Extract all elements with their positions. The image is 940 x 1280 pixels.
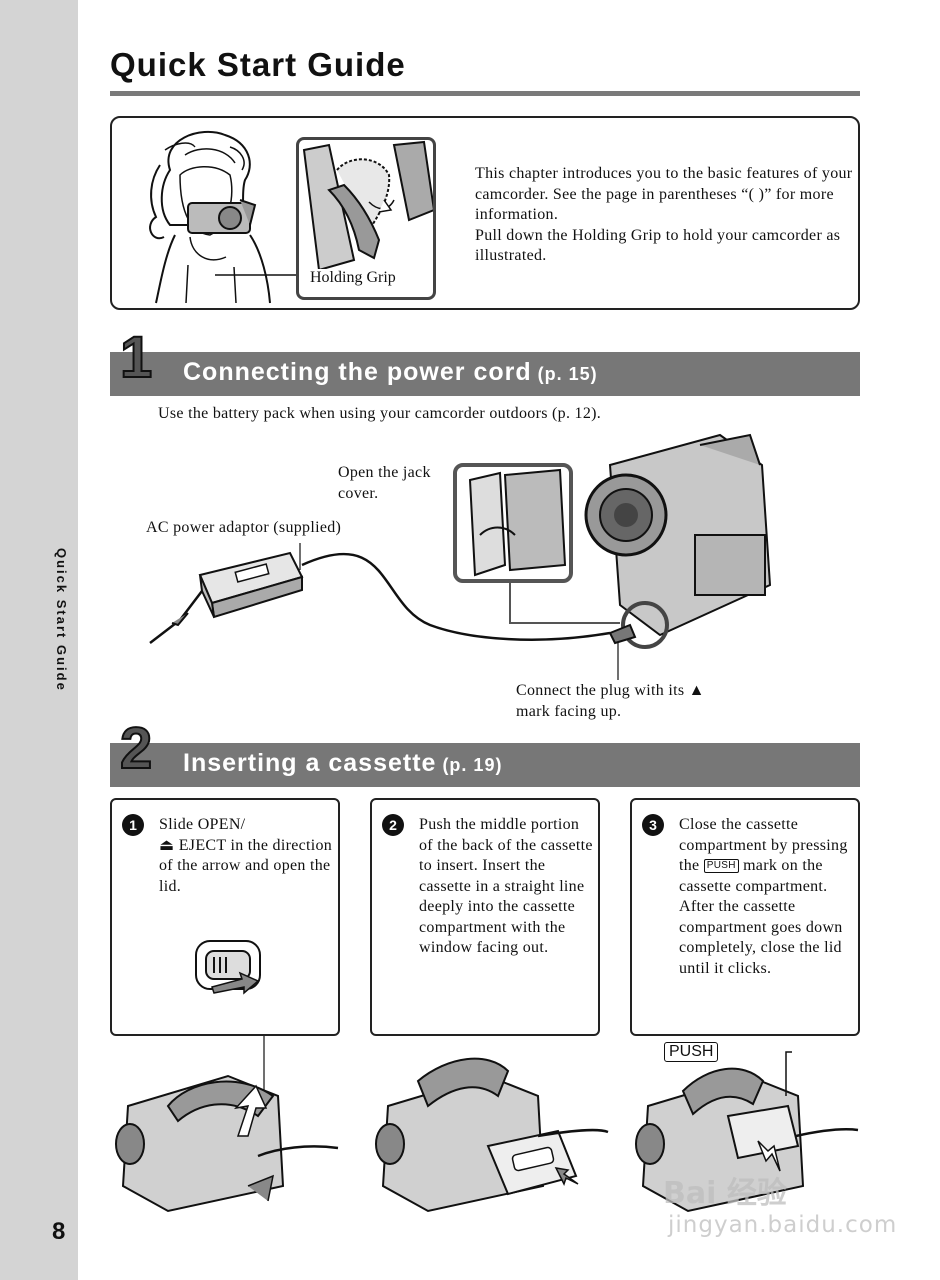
jack-cover-inset [453, 463, 620, 624]
section-1-header: Connecting the power cord(p. 15) [110, 352, 860, 396]
step-1-text-a: Slide OPEN/ [159, 816, 246, 833]
section-1-page-ref: (p. 15) [537, 364, 598, 384]
section-2-header: Inserting a cassette(p. 19) [110, 743, 860, 787]
step-3-number: 3 [642, 814, 664, 836]
step-3-text-a: Close the cassette compartment by pressi… [679, 816, 848, 874]
step-3-text-b: mark on the cassette compartment. After … [679, 857, 843, 977]
page-number: 8 [52, 1218, 66, 1245]
step-3-text: Close the cassette compartment by pressi… [679, 815, 857, 979]
camcorder-close-compartment-illustration [635, 1051, 859, 1213]
side-section-label: Quick Start Guide [54, 548, 69, 692]
step-2-text: Push the middle portion of the back of t… [419, 816, 593, 956]
step-1-number: 1 [122, 814, 144, 836]
step-1-text: Slide OPEN/ ⏏ EJECT in the direction of … [159, 815, 337, 897]
ac-adaptor-callout: AC power adaptor (supplied) [146, 519, 342, 536]
plug-callout: Connect the plug with its ▲ mark facing … [516, 682, 705, 720]
section-2-page-ref: (p. 19) [442, 755, 503, 775]
section-2-number: 2 [119, 715, 153, 782]
section-2-title: Inserting a cassette(p. 19) [183, 749, 502, 778]
power-connection-illustration [149, 433, 772, 680]
intro-text: This chapter introduces you to the basic… [475, 164, 855, 267]
push-callout-label: PUSH [664, 1042, 719, 1062]
holding-grip-caption: Holding Grip [308, 269, 398, 287]
holding-grip-illustration [302, 140, 433, 272]
baidu-watermark: Bai 经验 [663, 1176, 787, 1211]
side-strip [0, 0, 78, 1280]
baidu-watermark-url: jingyan.baidu.com [668, 1212, 898, 1238]
title-rule [110, 91, 860, 96]
step-2-number: 2 [382, 814, 404, 836]
cassette-steps-illustrations [115, 1036, 859, 1213]
camcorder-illustration [584, 433, 772, 680]
step-1-box: 1 Slide OPEN/ ⏏ EJECT in the direction o… [110, 798, 340, 1036]
open-eject-switch-illustration [195, 940, 261, 995]
step-1-text-b: ⏏ EJECT in the direction of the arrow an… [159, 836, 333, 895]
intro-paragraph: Pull down the Holding Grip to hold your … [475, 226, 841, 265]
section-1-title: Connecting the power cord(p. 15) [183, 358, 598, 387]
step-2-box: 2 Push the middle portion of the back of… [370, 798, 600, 1036]
ac-adaptor-illustration [149, 551, 611, 644]
section-2-title-text: Inserting a cassette [183, 749, 437, 777]
intro-box [110, 116, 860, 310]
section-1-number: 1 [119, 324, 153, 391]
push-key-icon: PUSH [703, 859, 739, 874]
section-1-note: Use the battery pack when using your cam… [158, 405, 602, 422]
step-3-box: 3 Close the cassette compartment by pres… [630, 798, 860, 1036]
camcorder-insert-cassette-illustration [375, 1057, 609, 1213]
camcorder-open-lid-illustration [115, 1074, 339, 1213]
intro-paragraph: This chapter introduces you to the basic… [475, 165, 853, 223]
jack-cover-callout: Open the jack cover. [338, 464, 431, 502]
woman-holding-camcorder-illustration [149, 130, 296, 304]
page-title: Quick Start Guide [110, 46, 406, 83]
section-1-title-text: Connecting the power cord [183, 358, 532, 386]
